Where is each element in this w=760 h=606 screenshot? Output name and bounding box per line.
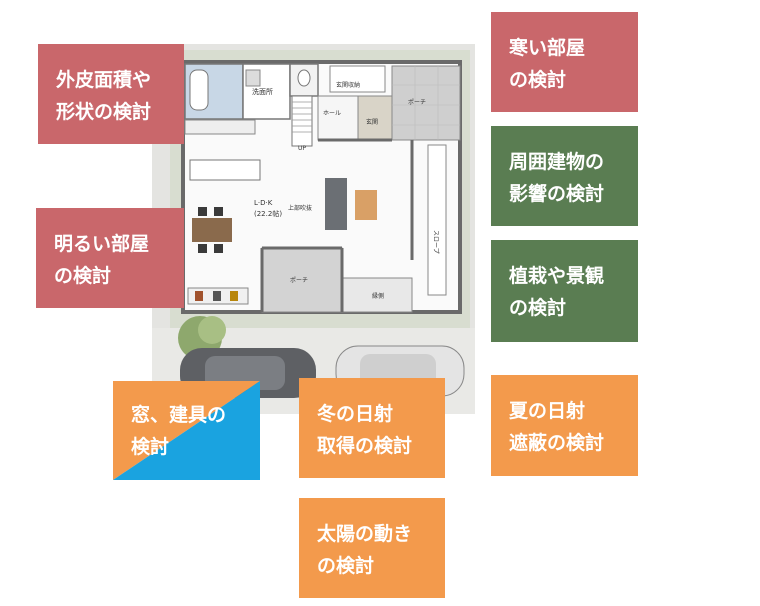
tree-top bbox=[198, 316, 226, 344]
card-winter-sun: 冬の日射 取得の検討 bbox=[299, 378, 445, 478]
card-surrounding-buildings: 周囲建物の 影響の検討 bbox=[491, 126, 638, 226]
porch-bottom-floor bbox=[261, 247, 343, 313]
bathtub bbox=[189, 69, 209, 111]
label-engawa: 縁側 bbox=[372, 292, 384, 300]
engawa-floor bbox=[341, 277, 413, 313]
card-cold-room: 寒い部屋 の検討 bbox=[491, 12, 638, 112]
card-windows-fittings: 窓、建具の 検討 bbox=[113, 381, 260, 480]
card-windows-label: 窓、建具の 検討 bbox=[131, 404, 227, 458]
shelf-item-2 bbox=[213, 291, 221, 301]
entrance-floor bbox=[357, 95, 393, 141]
label-porch-top: ポーチ bbox=[408, 98, 426, 106]
label-wash: 洗面所 bbox=[252, 87, 273, 96]
coffee-table bbox=[355, 190, 377, 220]
card-bright-room: 明るい部屋 の検討 bbox=[36, 208, 184, 308]
label-slope: スロープ bbox=[432, 230, 439, 254]
slope bbox=[427, 144, 447, 296]
chair-2 bbox=[214, 207, 223, 216]
label-hall: ホール bbox=[323, 110, 341, 117]
card-windows-bg bbox=[113, 381, 260, 480]
card-envelope-shape: 外皮面積や 形状の検討 bbox=[38, 44, 184, 144]
sofa bbox=[325, 178, 347, 230]
shelf-item-3 bbox=[230, 291, 238, 301]
kitchen-back bbox=[184, 119, 256, 135]
storage-room bbox=[329, 65, 386, 93]
dining-table bbox=[192, 218, 232, 242]
label-porch-bottom: ポーチ bbox=[290, 276, 308, 284]
chair-4 bbox=[214, 244, 223, 253]
label-ldk: L·D·K bbox=[254, 199, 273, 207]
kitchen-counter bbox=[189, 159, 261, 181]
chair-1 bbox=[198, 207, 207, 216]
porch-top-floor bbox=[391, 65, 461, 141]
label-ldk-size: (22.2帖) bbox=[254, 209, 282, 218]
label-up: UP bbox=[298, 145, 306, 152]
hall-floor bbox=[317, 95, 359, 141]
shelf-item-1 bbox=[195, 291, 203, 301]
stairs bbox=[291, 95, 313, 147]
label-storage: 玄関収納 bbox=[336, 81, 360, 89]
toilet bbox=[297, 69, 311, 87]
chair-3 bbox=[198, 244, 207, 253]
label-entrance: 玄関 bbox=[366, 118, 378, 126]
washer bbox=[245, 69, 261, 87]
card-planting-landscape: 植栽や景観 の検討 bbox=[491, 240, 638, 342]
label-upper-open: 上部吹抜 bbox=[288, 204, 312, 212]
card-sun-movement: 太陽の動き の検討 bbox=[299, 498, 445, 598]
card-summer-shading: 夏の日射 遮蔽の検討 bbox=[491, 375, 638, 476]
